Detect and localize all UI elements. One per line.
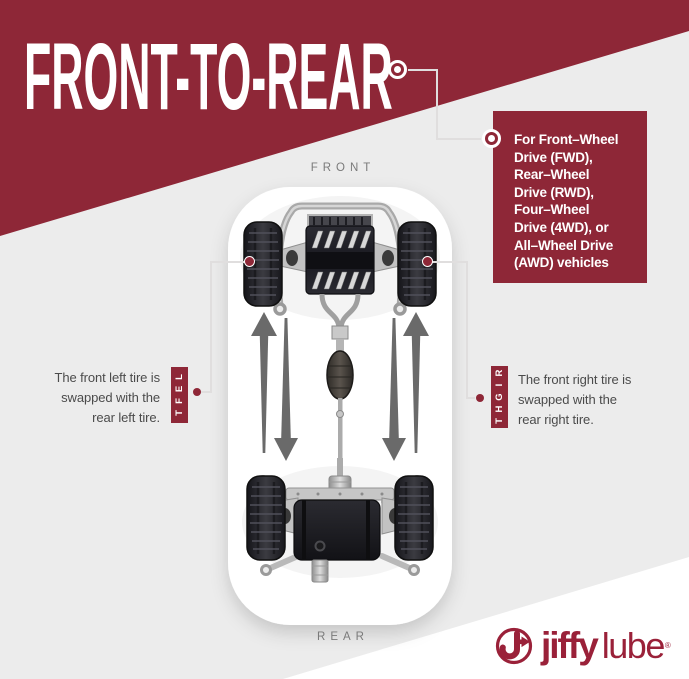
- jiffylube-logo: jiffy lube ®: [494, 626, 671, 666]
- left-swap-up-arrow-icon: [251, 312, 277, 453]
- left-swap-down-arrow-icon: [274, 318, 298, 461]
- right-swap-down-arrow-icon: [382, 318, 406, 461]
- title-to-box-connector: [408, 69, 481, 140]
- page-title: FRONT-TO-REAR: [24, 24, 393, 130]
- left-tag-dot-icon: [193, 388, 201, 396]
- jiffylube-logo-mark-icon: [495, 627, 533, 665]
- left-tire-connector: [200, 261, 250, 393]
- right-swap-up-arrow-icon: [403, 312, 429, 453]
- logo-word-lube: lube: [601, 625, 666, 666]
- drive-types-text: For Front–Wheel Drive (FWD), Rear–Wheel …: [514, 132, 619, 271]
- bottom-white-wedge: [283, 557, 689, 679]
- rear-label: REAR: [317, 631, 369, 643]
- right-tire-connector: [428, 261, 475, 399]
- radiator: [307, 214, 373, 228]
- rear-right-tire: [393, 474, 435, 562]
- muffler: [326, 350, 354, 400]
- front-label: FRONT: [310, 162, 376, 174]
- box-connector-marker-icon: [482, 129, 501, 148]
- front-left-tire-dot-icon: [244, 256, 255, 267]
- front-right-tire-dot-icon: [422, 256, 433, 267]
- title-connector-marker-icon: [388, 60, 407, 79]
- registered-trademark: ®: [664, 641, 671, 650]
- rotation-arrows: [251, 312, 429, 461]
- drive-types-callout-box: For Front–Wheel Drive (FWD), Rear–Wheel …: [493, 111, 647, 283]
- exhaust-system: [319, 293, 361, 472]
- car-diagram: [228, 187, 452, 625]
- engine-header-slashes: [311, 230, 372, 290]
- right-callout-text: The front right tire is swapped with the…: [518, 372, 632, 427]
- left-callout-text: The front left tire is swapped with the …: [54, 370, 161, 425]
- rear-left-tire: [245, 474, 287, 562]
- logo-word-jiffy: jiffy: [541, 625, 599, 666]
- engine-block: [305, 225, 375, 295]
- connector-lines: [200, 69, 481, 399]
- driveshaft: [338, 398, 343, 472]
- top-red-wedge: [0, 0, 689, 236]
- right-tag-dot-icon: [476, 394, 484, 402]
